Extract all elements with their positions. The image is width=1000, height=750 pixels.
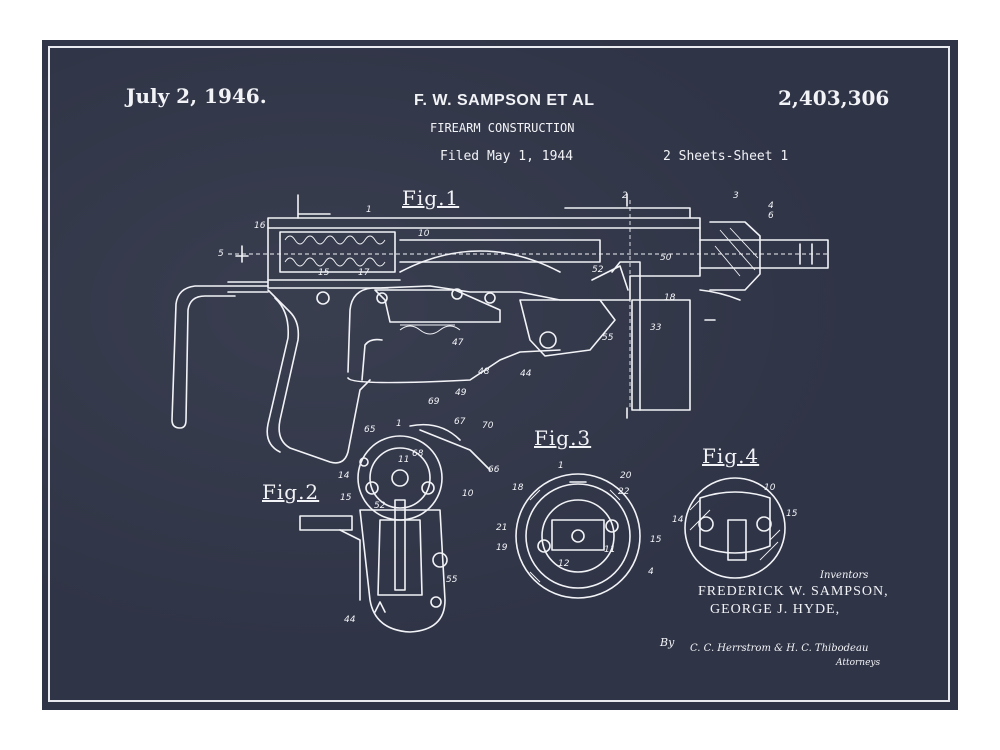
fig3-ref-numeral: 15 <box>650 535 662 545</box>
fig2-ref-numeral: 55 <box>446 575 458 585</box>
fig3-ref-numeral: 21 <box>496 523 507 533</box>
by-label: By <box>660 636 675 649</box>
fig1-ref-numeral: 44 <box>520 369 532 379</box>
sheet-info: 2 Sheets-Sheet 1 <box>663 149 789 164</box>
fig4-ref-numeral: 10 <box>764 483 776 493</box>
fig1-ref-numeral: 18 <box>664 293 676 303</box>
fig3-ref-numeral: 4 <box>648 567 654 577</box>
filed-date: Filed May 1, 1944 <box>440 149 574 164</box>
fig1-ref-numeral: 3 <box>733 191 739 201</box>
fig3-ref-numeral: 12 <box>558 559 570 569</box>
fig2-ref-numeral: 52 <box>374 501 386 511</box>
attorney-signatures: C. C. Herrstrom & H. C. Thibodeau <box>690 643 869 654</box>
inventor-header: F. W. SAMPSON ET AL <box>414 92 595 109</box>
fig2-ref-numeral: 67 <box>454 417 466 427</box>
fig2-ref-numeral: 65 <box>364 425 376 435</box>
patent-title: FIREARM CONSTRUCTION <box>430 121 575 135</box>
inner-border <box>48 46 950 702</box>
fig1-ref-numeral: 52 <box>592 265 604 275</box>
patent-date: July 2, 1946. <box>126 84 267 108</box>
inventors-label: Inventors <box>820 570 869 581</box>
fig2-label: Fig.2 <box>262 480 320 504</box>
fig2-ref-numeral: 44 <box>344 615 356 625</box>
attorneys-label: Attorneys <box>836 658 881 668</box>
fig2-ref-numeral: 66 <box>488 465 500 475</box>
fig1-firearm-drawing <box>171 193 829 464</box>
inventor-2: GEORGE J. HYDE, <box>710 602 841 617</box>
fig4-label: Fig.4 <box>702 444 760 468</box>
fig1-ref-numeral: 15 <box>318 268 330 278</box>
fig3-ref-numeral: 19 <box>496 543 508 553</box>
fig3-ref-numeral: 22 <box>618 487 630 497</box>
patent-number: 2,403,306 <box>778 86 890 110</box>
fig3-ref-numeral: 20 <box>620 471 632 481</box>
fig1-ref-numeral: 16 <box>254 221 266 231</box>
fig2-ref-numeral: 1 <box>396 419 402 429</box>
fig1-ref-numeral: 1 <box>366 205 372 215</box>
fig1-ref-numeral: 4 <box>768 201 774 211</box>
fig1-ref-numeral: 50 <box>660 253 672 263</box>
fig3-ref-numeral: 11 <box>604 545 615 555</box>
fig2-ref-numeral: 14 <box>338 471 350 481</box>
fig1-ref-numeral: 47 <box>452 338 464 348</box>
fig2-section-drawing <box>299 423 491 633</box>
fig2-ref-numeral: 15 <box>340 493 352 503</box>
fig1-ref-numeral: 49 <box>455 388 467 398</box>
fig1-label: Fig.1 <box>402 186 460 210</box>
fig1-ref-numeral: 10 <box>418 229 430 239</box>
fig2-ref-numeral: 70 <box>482 421 494 431</box>
fig3-label: Fig.3 <box>534 426 592 450</box>
fig2-ref-numeral: 68 <box>412 449 424 459</box>
fig4-ref-numeral: 14 <box>672 515 684 525</box>
inventor-1: FREDERICK W. SAMPSON, <box>698 584 889 599</box>
fig1-ref-numeral: 17 <box>358 268 370 278</box>
fig1-ref-numeral: 5 <box>218 249 224 259</box>
fig1-ref-numeral: 48 <box>478 367 490 377</box>
fig1-ref-numeral: 2 <box>622 191 628 201</box>
fig3-section-drawing <box>515 473 641 599</box>
fig2-ref-numeral: 11 <box>398 455 409 465</box>
fig3-ref-numeral: 18 <box>512 483 524 493</box>
fig3-ref-numeral: 1 <box>558 461 564 471</box>
fig1-ref-numeral: 55 <box>602 333 614 343</box>
fig4-ref-numeral: 15 <box>786 509 798 519</box>
fig4-section-drawing <box>684 477 786 579</box>
fig1-ref-numeral: 6 <box>768 211 774 221</box>
fig1-ref-numeral: 33 <box>650 323 662 333</box>
blueprint-board <box>42 40 958 710</box>
fig2-ref-numeral: 10 <box>462 489 474 499</box>
fig2-ref-numeral: 69 <box>428 397 440 407</box>
